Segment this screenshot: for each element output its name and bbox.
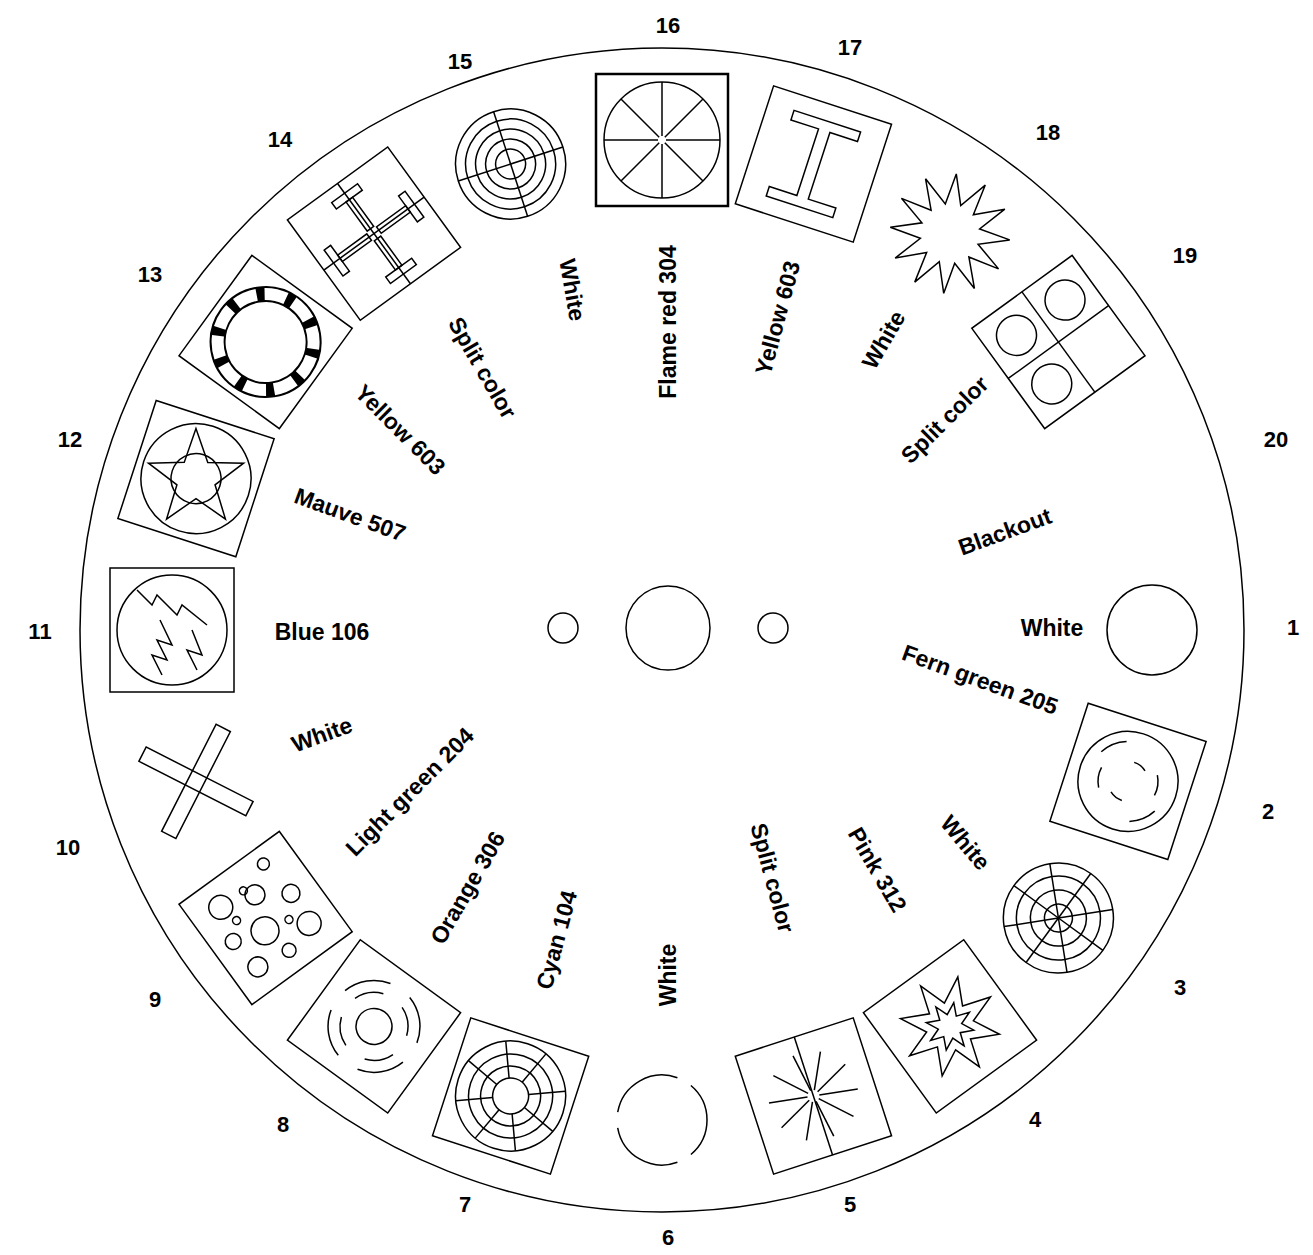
position-number: 17 (838, 37, 862, 59)
color-label: Split color (444, 314, 520, 423)
gobo (735, 1018, 891, 1174)
color-label: Split color (746, 821, 797, 936)
color-label: White (858, 307, 909, 373)
position-number: 4 (1029, 1109, 1041, 1131)
hub-hole (758, 613, 788, 643)
gobo (110, 568, 234, 692)
gobo (596, 74, 728, 206)
hub-hole (548, 613, 578, 643)
gobo (179, 255, 352, 428)
color-label: Flame red 304 (657, 245, 680, 398)
position-number: 9 (149, 989, 161, 1011)
color-label: Mauve 507 (291, 484, 408, 545)
color-label: Light green 204 (342, 724, 478, 860)
gobo (118, 400, 274, 556)
gobo (863, 940, 1036, 1113)
gobo (432, 1018, 588, 1174)
color-label: Pink 312 (844, 824, 911, 916)
hub-hole (626, 586, 710, 670)
color-label: Yellow 603 (752, 259, 804, 377)
gobo (1107, 585, 1197, 675)
position-number: 8 (277, 1114, 289, 1136)
position-number: 18 (1036, 122, 1060, 144)
position-number: 11 (28, 621, 51, 643)
color-label: Orange 306 (427, 828, 510, 948)
position-number: 7 (459, 1194, 471, 1216)
gobo (982, 841, 1136, 995)
position-number: 10 (56, 837, 80, 859)
position-number: 5 (844, 1194, 856, 1216)
gobo (1050, 703, 1206, 859)
color-label: White (555, 257, 589, 323)
position-number: 14 (268, 129, 292, 151)
position-number: 19 (1173, 245, 1197, 267)
position-number: 6 (662, 1227, 674, 1249)
position-number: 15 (448, 51, 472, 73)
position-number: 20 (1264, 429, 1288, 451)
gobo (441, 95, 580, 234)
position-number: 3 (1174, 977, 1186, 999)
color-label: White (289, 713, 356, 756)
position-number: 12 (58, 429, 82, 451)
gobo (179, 831, 352, 1004)
color-label: Fern green 205 (899, 641, 1061, 719)
wheel-rim (80, 48, 1244, 1212)
color-label: White (657, 944, 680, 1007)
color-label: White (936, 812, 994, 875)
color-label: Split color (897, 372, 993, 468)
position-number: 16 (656, 15, 680, 37)
position-number: 13 (138, 264, 162, 286)
gobo (972, 255, 1145, 428)
color-label: Cyan 104 (533, 888, 581, 992)
color-label: Blackout (955, 505, 1054, 560)
color-label: White (1021, 617, 1084, 640)
gobo (866, 150, 1034, 318)
gobo (735, 86, 891, 242)
color-label: Yellow 603 (351, 381, 450, 480)
gobo (135, 721, 256, 842)
gobo (618, 1075, 707, 1165)
gobo (287, 147, 460, 320)
gobo (287, 940, 460, 1113)
position-number: 1 (1287, 617, 1299, 639)
position-number: 2 (1262, 801, 1274, 823)
color-label: Blue 106 (275, 621, 370, 644)
